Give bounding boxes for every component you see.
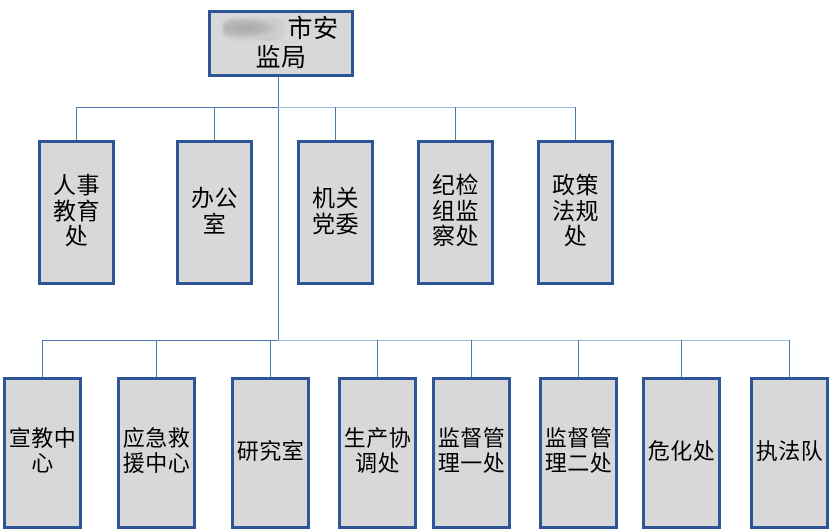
- node-renshi-jiaoyu-chu[interactable]: 人事教育处: [38, 140, 115, 285]
- connector-bus-level1-left: [76, 107, 279, 108]
- node-label: 办公室: [191, 185, 238, 238]
- node-jijian-zu-jiancha-chu[interactable]: 纪检组监察处: [417, 140, 494, 285]
- connector-drop-l2-7: [681, 340, 682, 378]
- node-jiandu-guanli-yi-chu[interactable]: 监督管理一处: [432, 377, 511, 529]
- node-label: 纪检组监察处: [432, 172, 479, 251]
- node-label: 应急救援中心: [122, 427, 191, 477]
- node-weihua-chu[interactable]: 危化处: [642, 377, 721, 529]
- connector-drop-l2-1: [42, 340, 43, 378]
- node-zhifa-dui[interactable]: 执法队: [750, 377, 829, 529]
- connector-drop-l2-2: [156, 340, 157, 378]
- node-label: 机关党委: [312, 185, 359, 238]
- node-jiandu-guanli-er-chu[interactable]: 监督管理二处: [539, 377, 618, 529]
- connector-drop-l2-5: [471, 340, 472, 378]
- root-node-label: 市安监局: [211, 13, 351, 73]
- node-label: 生产协调处: [343, 427, 412, 477]
- node-yingji-jiuyuan-zhongxin[interactable]: 应急救援中心: [117, 377, 196, 529]
- connector-drop-l1-4: [455, 107, 456, 141]
- node-label: 监督管理一处: [437, 427, 506, 477]
- connector-drop-l1-5: [575, 107, 576, 141]
- connector-drop-l2-8: [789, 340, 790, 378]
- node-label: 执法队: [755, 439, 824, 465]
- node-shengchan-xietiao-chu[interactable]: 生产协调处: [338, 377, 417, 529]
- node-label: 宣教中心: [8, 427, 77, 477]
- connector-drop-l1-1: [76, 107, 77, 141]
- connector-bus-level2-right: [278, 340, 790, 341]
- redaction-block: [223, 17, 286, 40]
- connector-drop-l2-4: [377, 340, 378, 378]
- connector-drop-l1-2: [214, 107, 215, 141]
- connector-trunk-root: [278, 77, 279, 340]
- node-zhengce-fagui-chu[interactable]: 政策法规处: [537, 140, 614, 285]
- connector-drop-l2-3: [270, 340, 271, 378]
- root-node-text: 市安监局: [255, 13, 339, 72]
- node-bangongshi[interactable]: 办公室: [176, 140, 253, 285]
- node-label: 政策法规处: [552, 172, 599, 251]
- node-label: 监督管理二处: [544, 427, 613, 477]
- node-xuanjiao-zhongxin[interactable]: 宣教中心: [3, 377, 82, 529]
- node-label: 研究室: [236, 439, 305, 465]
- node-jiguan-dangwei[interactable]: 机关党委: [297, 140, 374, 285]
- node-yanjiushi[interactable]: 研究室: [231, 377, 310, 529]
- connector-bus-level1-right: [278, 107, 576, 108]
- node-label: 危化处: [647, 439, 716, 465]
- connector-drop-l2-6: [578, 340, 579, 378]
- node-label: 人事教育处: [53, 172, 100, 251]
- connector-drop-l1-3: [335, 107, 336, 141]
- root-node[interactable]: 市安监局: [208, 10, 354, 77]
- connector-bus-level2-left: [42, 340, 279, 341]
